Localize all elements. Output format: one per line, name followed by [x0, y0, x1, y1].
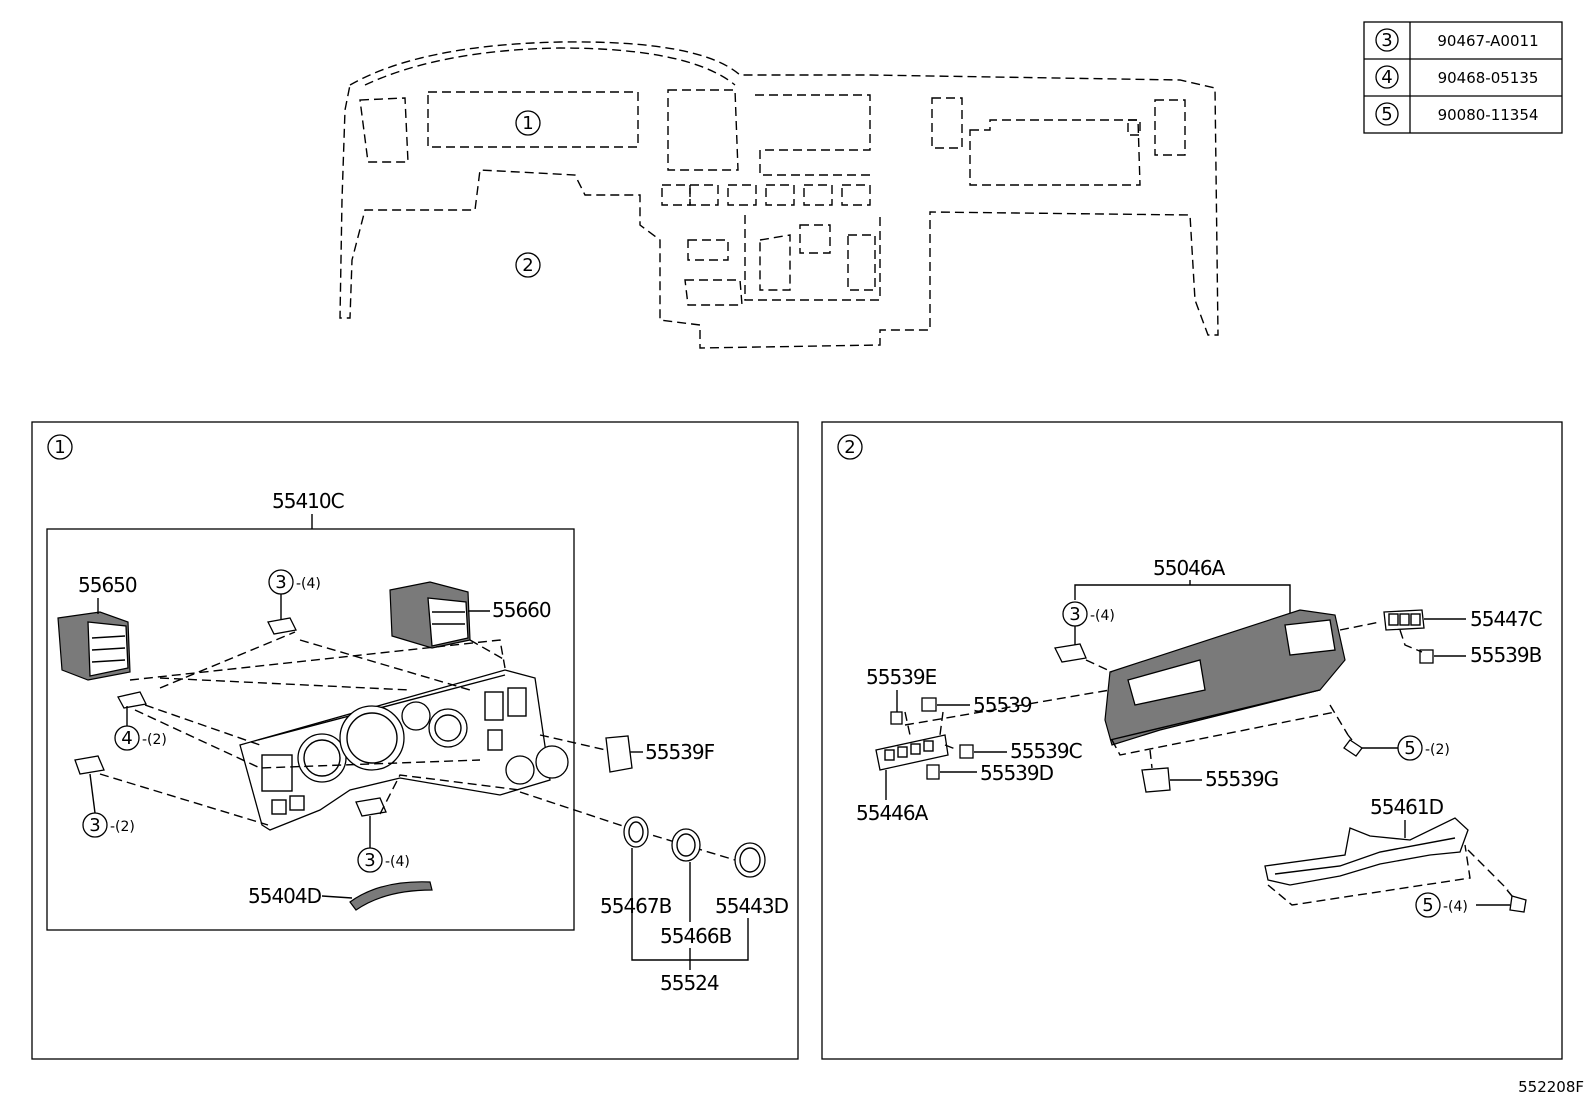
svg-text:3: 3	[364, 850, 375, 871]
bracket-55461d	[1264, 817, 1469, 886]
label-55650: 55650	[78, 573, 137, 597]
switch-plate-55446a	[875, 734, 949, 771]
switch-55539b	[1419, 649, 1434, 664]
overview-callout-2: 2	[515, 252, 541, 278]
panel-2: 2 55046A 3 -(4) 55447C	[821, 421, 1563, 1060]
assembly-55410c-box	[46, 528, 575, 931]
svg-text:-(2): -(2)	[1425, 742, 1450, 758]
label-55404d: 55404D	[248, 884, 322, 908]
fastener-row-3: 3 90467-A0011	[1375, 28, 1539, 52]
panel-1: 1 55410C 55650 55660	[31, 421, 799, 1060]
svg-text:-(4): -(4)	[385, 854, 410, 870]
switch-55539d	[926, 764, 940, 780]
illustration-number: 552208F	[1518, 1078, 1584, 1096]
fastener-row-5: 5 90080-11354	[1375, 102, 1539, 126]
fastener-part-no: 90080-11354	[1438, 106, 1539, 124]
svg-text:5: 5	[1404, 738, 1415, 759]
fastener-part-no: 90467-A0011	[1437, 32, 1538, 50]
callout-5-qty-4: 5 -(4)	[1415, 892, 1510, 918]
label-55461d: 55461D	[1370, 795, 1444, 819]
callout-4-qty-2: 4 -(2)	[114, 706, 167, 751]
fastener-ref: 4	[1381, 67, 1392, 88]
ring-55443d	[734, 842, 766, 878]
svg-text:3: 3	[275, 572, 286, 593]
clip-4	[355, 797, 387, 817]
svg-text:-(4): -(4)	[1090, 608, 1115, 624]
label-55443d: 55443D	[715, 894, 789, 918]
label-55447c: 55447C	[1470, 607, 1542, 631]
switch-bezel-55447c	[1383, 609, 1425, 631]
clip-5	[1054, 643, 1087, 663]
lower-panel-55046a	[1104, 609, 1346, 746]
bolt-5-qty-4	[1506, 889, 1527, 913]
label-55539g: 55539G	[1205, 767, 1278, 791]
label-55446a: 55446A	[856, 801, 929, 825]
svg-text:-(4): -(4)	[296, 576, 321, 592]
svg-text:5: 5	[1422, 895, 1433, 916]
label-55410c: 55410C	[272, 489, 344, 513]
label-55467b: 55467B	[600, 894, 672, 918]
vent-55660	[389, 581, 471, 649]
svg-text:4: 4	[121, 728, 132, 749]
fastener-ref: 3	[1381, 30, 1392, 51]
callout-3-qty-4-top: 3 -(4)	[268, 569, 321, 620]
svg-text:1: 1	[54, 437, 65, 458]
clip-2	[117, 691, 147, 709]
callout-3-qty-4-bottom: 3 -(4)	[357, 816, 410, 873]
label-55660: 55660	[492, 598, 551, 622]
label-55539c: 55539C	[1010, 739, 1082, 763]
trim-55539f	[605, 735, 633, 773]
switch-55539e	[890, 711, 903, 725]
label-55046a: 55046A	[1153, 556, 1226, 580]
svg-text:2: 2	[522, 255, 533, 276]
panel-1-ref: 1	[47, 434, 73, 460]
switch-55539c	[959, 744, 974, 759]
overview-callout-1: 1	[515, 110, 541, 136]
fastener-ref: 5	[1381, 104, 1392, 125]
dashboard-overview: 1 2	[339, 41, 1219, 349]
switch-55539g	[1141, 767, 1171, 793]
svg-text:-(2): -(2)	[142, 732, 167, 748]
callout-5-qty-2: 5 -(2)	[1362, 735, 1450, 761]
bolt-5-qty-2	[1343, 734, 1363, 757]
svg-text:1: 1	[522, 113, 533, 134]
fastener-row-4: 4 90468-05135	[1375, 65, 1539, 89]
panel-2-ref: 2	[837, 434, 863, 460]
vent-55650	[57, 611, 131, 681]
svg-text:3: 3	[89, 815, 100, 836]
label-55524: 55524	[660, 971, 719, 995]
svg-text:-(4): -(4)	[1443, 899, 1468, 915]
clip-1	[267, 617, 297, 635]
cluster-panel	[239, 669, 569, 831]
fastener-part-no: 90468-05135	[1438, 69, 1539, 87]
callout-3-qty-4: 3 -(4)	[1062, 601, 1115, 648]
clip-3	[74, 755, 105, 775]
trim-55404d	[349, 881, 433, 911]
label-55539d: 55539D	[980, 761, 1054, 785]
ring-55466b	[671, 828, 701, 862]
label-55466b: 55466B	[660, 924, 732, 948]
label-55539f: 55539F	[645, 740, 715, 764]
svg-text:2: 2	[844, 437, 855, 458]
switch-55539	[921, 697, 937, 712]
svg-text:3: 3	[1069, 604, 1080, 625]
label-55539e: 55539E	[866, 665, 937, 689]
label-55539b: 55539B	[1470, 643, 1542, 667]
svg-text:-(2): -(2)	[110, 819, 135, 835]
knob-55467b	[623, 816, 649, 848]
fastener-table: 3 90467-A0011 4 90468-05135 5 90080-1135…	[1363, 21, 1563, 134]
callout-3-qty-2: 3 -(2)	[82, 773, 135, 838]
